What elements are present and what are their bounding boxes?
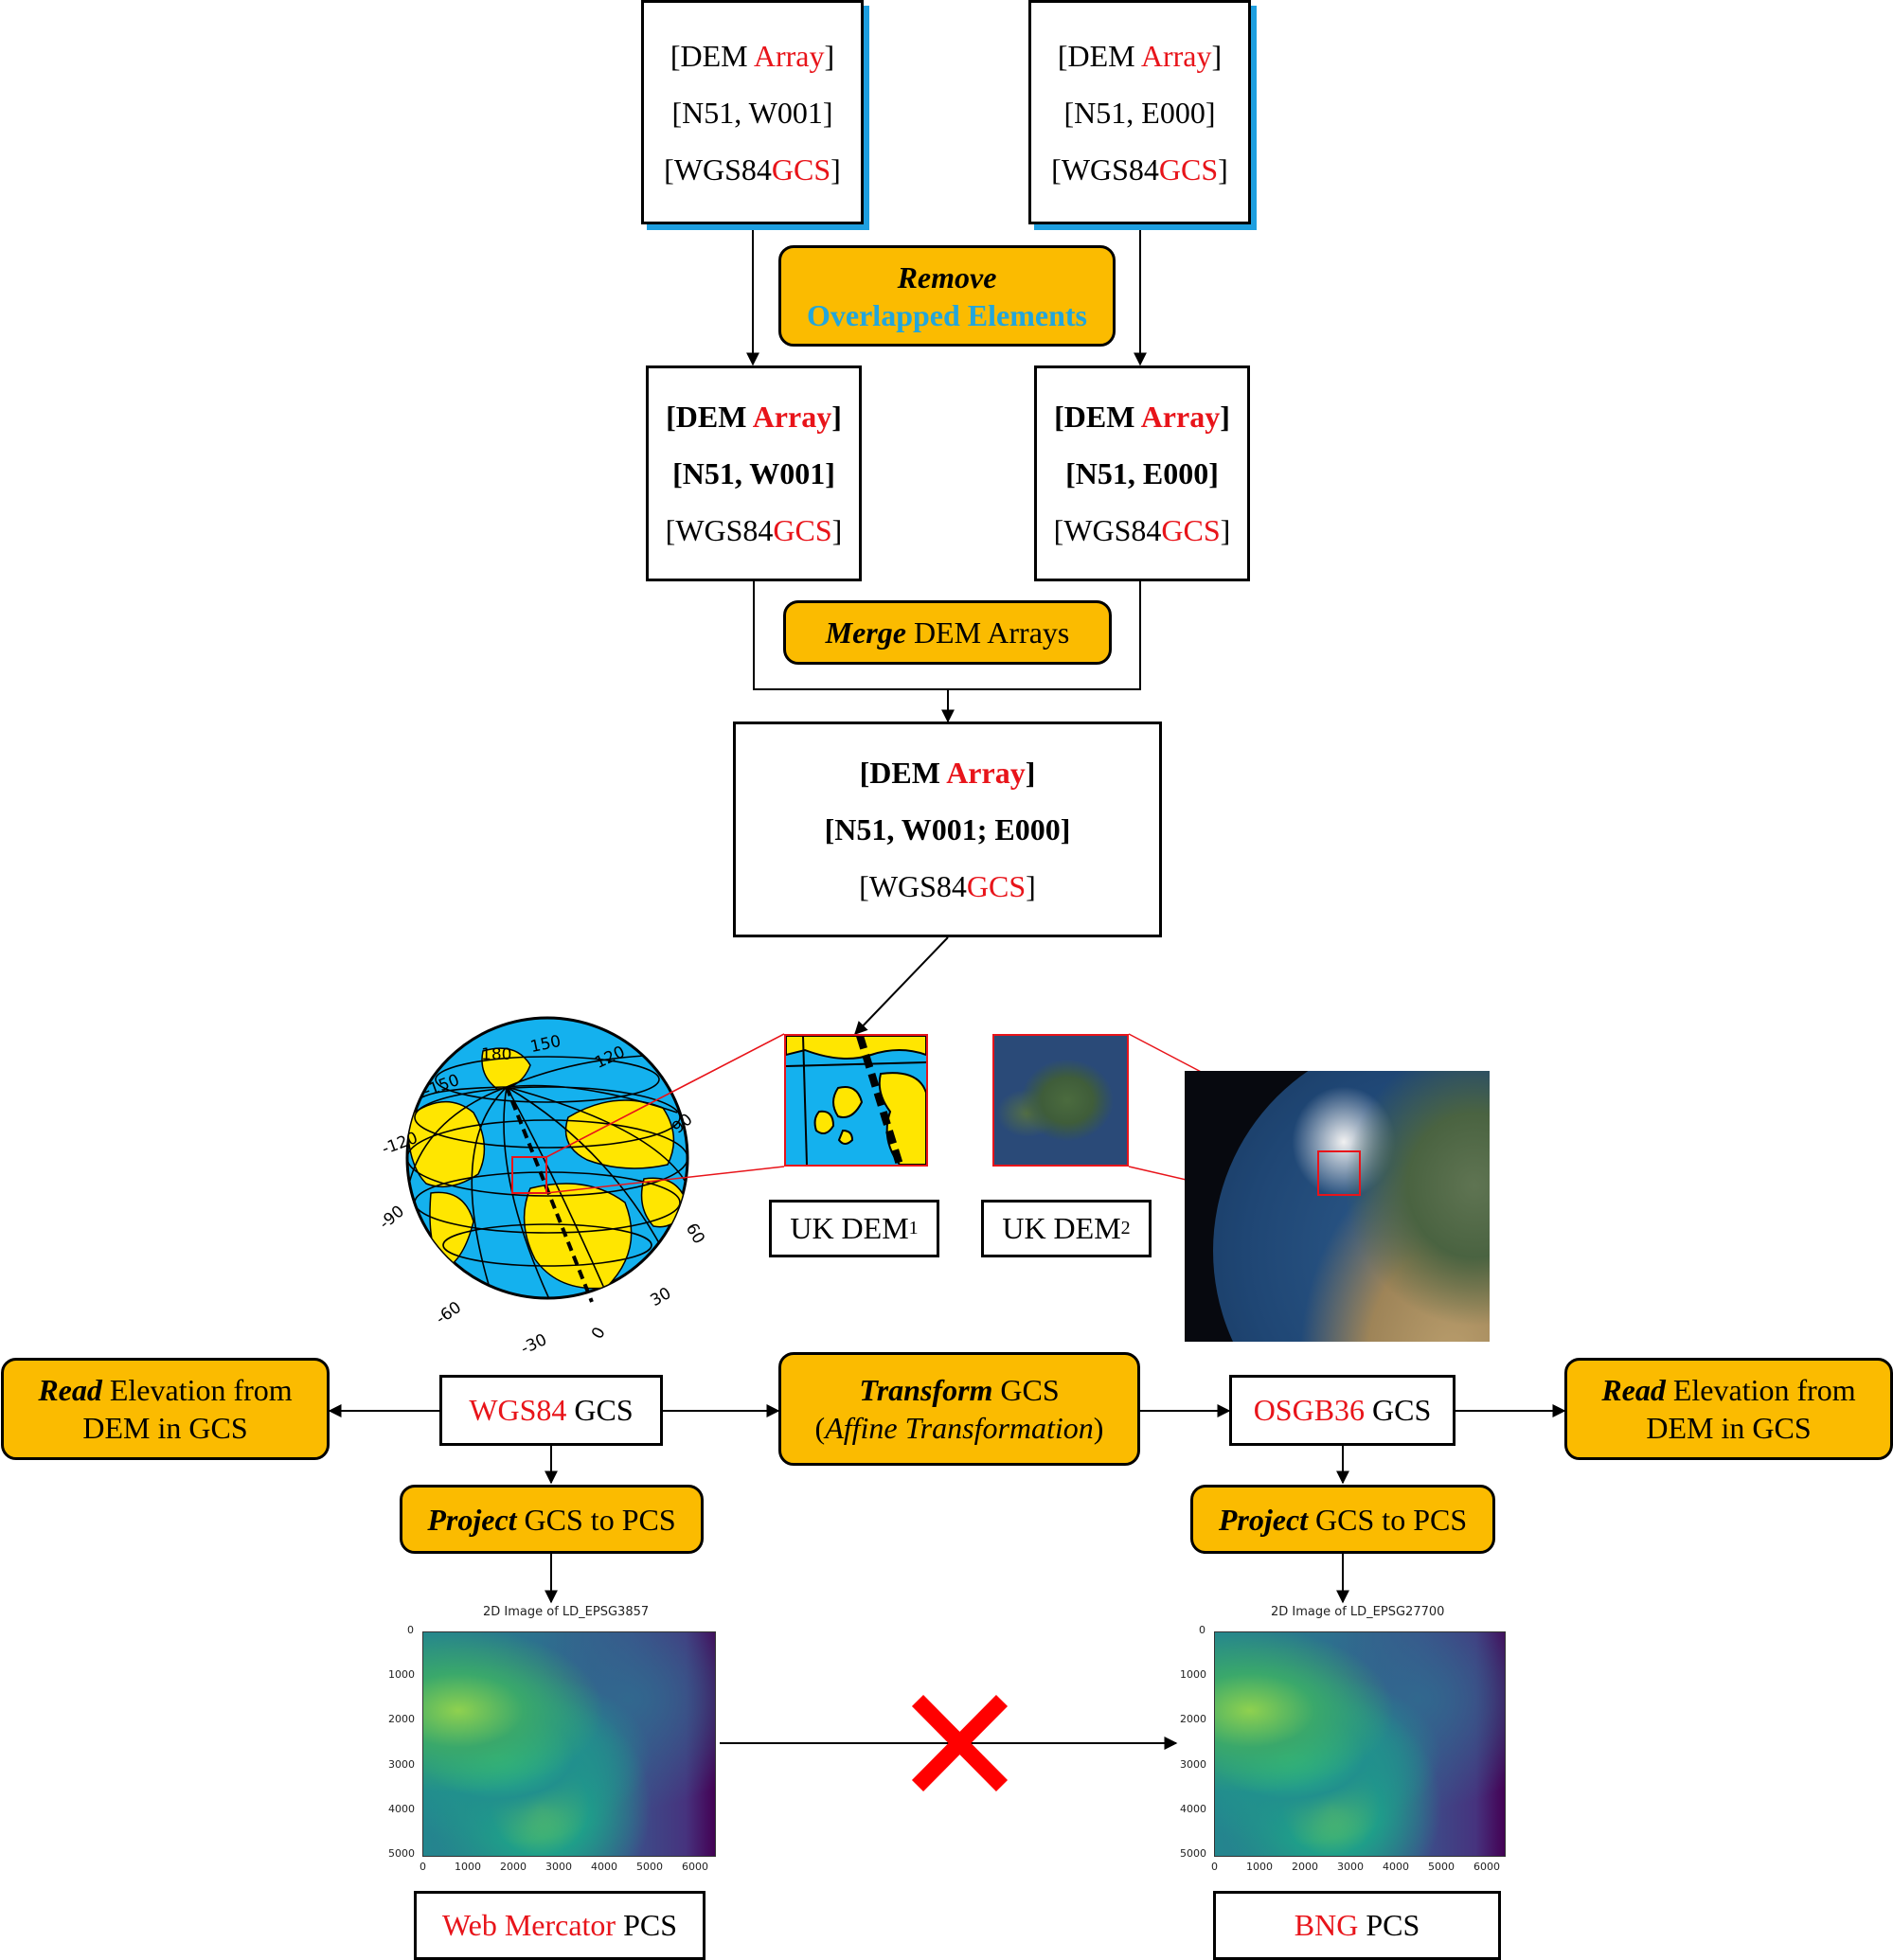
read-elevation-right-operation: Read Elevation from DEM in GCS (1564, 1358, 1893, 1460)
crs-line: [WGS84GCS] (1053, 513, 1231, 547)
crs-line: [WGS84GCS] (1051, 151, 1228, 187)
crs-line: [WGS84GCS] (859, 869, 1036, 903)
dem-array-box-w001-trimmed: [DEM Array] [N51, W001] [WGS84GCS] (646, 365, 862, 581)
dem-array-line: [DEM Array] (1054, 400, 1230, 434)
merge-operation: Merge DEM Arrays (783, 600, 1112, 665)
globe-tick: 180 (481, 1045, 512, 1064)
merge-op-verb: Merge (825, 615, 906, 650)
dem-array-box-e000-input: [DEM Array] [N51, E000] [WGS84GCS] (1028, 0, 1251, 224)
uk-dem1-zoom-map (786, 1036, 926, 1165)
plot-web-mercator: 2D Image of LD_EPSG3857 0 1000 2000 3000… (379, 1605, 720, 1889)
dem-array-box-w001-input: [DEM Array] [N51, W001] [WGS84GCS] (641, 0, 864, 224)
merge-op-object: DEM Arrays (905, 615, 1070, 650)
wgs84-gcs-label: WGS84 GCS (439, 1375, 663, 1446)
y-tick: 4000 (1180, 1803, 1206, 1815)
x-tick: 0 (1211, 1861, 1218, 1873)
satellite-uk-highlight (1317, 1150, 1361, 1196)
y-tick: 5000 (388, 1847, 415, 1860)
y-tick: 5000 (1180, 1847, 1206, 1860)
tile-id-line: [N51, E000] (1063, 95, 1216, 130)
x-tick: 3000 (545, 1861, 572, 1873)
project-left-operation: Project GCS to PCS (400, 1485, 704, 1554)
arrow-to-dem1 (854, 936, 949, 1036)
dem-array-box-merged: [DEM Array] [N51, W001; E000] [WGS84GCS] (733, 722, 1162, 937)
read-elevation-left-operation: Read Elevation from DEM in GCS (1, 1358, 330, 1460)
x-tick: 3000 (1337, 1861, 1364, 1873)
y-tick: 3000 (388, 1758, 415, 1771)
y-tick: 2000 (388, 1713, 415, 1725)
y-tick: 1000 (1180, 1668, 1206, 1681)
tile-id-line: [N51, W001] (671, 95, 833, 130)
bng-pcs-label: BNG PCS (1213, 1891, 1501, 1960)
crs-line: [WGS84GCS] (665, 513, 843, 547)
plot-title: 2D Image of LD_EPSG3857 (483, 1605, 650, 1619)
y-tick: 2000 (1180, 1713, 1206, 1725)
dem-raster-image (1214, 1631, 1506, 1857)
dem-array-line: [DEM Array] (859, 756, 1036, 790)
remove-op-object: Overlapped Elements (807, 297, 1087, 332)
y-tick: 1000 (388, 1668, 415, 1681)
x-tick: 1000 (1246, 1861, 1273, 1873)
project-right-operation: Project GCS to PCS (1190, 1485, 1495, 1554)
transform-gcs-operation: Transform GCS (Affine Transformation) (778, 1352, 1140, 1466)
uk-dem2-zoom-image (992, 1034, 1129, 1167)
dem-array-box-e000-trimmed: [DEM Array] [N51, E000] [WGS84GCS] (1034, 365, 1250, 581)
globe-illustration (405, 1016, 785, 1303)
uk-dem1-zoom-image (784, 1034, 928, 1167)
plot-title: 2D Image of LD_EPSG27700 (1271, 1605, 1445, 1619)
x-tick: 6000 (682, 1861, 708, 1873)
x-tick: 4000 (591, 1861, 617, 1873)
x-tick: 4000 (1383, 1861, 1409, 1873)
tile-id-line: [N51, W001] (672, 456, 835, 490)
plot-bng: 2D Image of LD_EPSG27700 0 1000 2000 300… (1174, 1605, 1515, 1889)
x-tick: 2000 (1292, 1861, 1318, 1873)
invalid-cross-icon (911, 1695, 1009, 1791)
dem-array-line: [DEM Array] (666, 400, 842, 434)
dem-array-line: [DEM Array] (670, 38, 835, 73)
x-tick: 5000 (1428, 1861, 1455, 1873)
europe-satellite-image (1185, 1071, 1490, 1342)
x-tick: 0 (420, 1861, 426, 1873)
x-tick: 2000 (500, 1861, 527, 1873)
y-tick: 3000 (1180, 1758, 1206, 1771)
dem-raster-image (422, 1631, 716, 1857)
osgb36-gcs-label: OSGB36 GCS (1229, 1375, 1455, 1446)
y-tick: 0 (407, 1624, 414, 1636)
dem-array-line: [DEM Array] (1057, 38, 1223, 73)
x-tick: 6000 (1473, 1861, 1500, 1873)
x-tick: 5000 (636, 1861, 663, 1873)
web-mercator-pcs-label: Web Mercator PCS (414, 1891, 705, 1960)
remove-overlap-operation: Remove Overlapped Elements (778, 245, 1116, 347)
tile-id-line: [N51, E000] (1065, 456, 1219, 490)
y-tick: 0 (1199, 1624, 1205, 1636)
remove-op-verb: Remove (897, 259, 997, 294)
crs-line: [WGS84GCS] (664, 151, 841, 187)
x-tick: 1000 (455, 1861, 481, 1873)
tile-id-line: [N51, W001; E000] (824, 812, 1071, 846)
y-tick: 4000 (388, 1803, 415, 1815)
